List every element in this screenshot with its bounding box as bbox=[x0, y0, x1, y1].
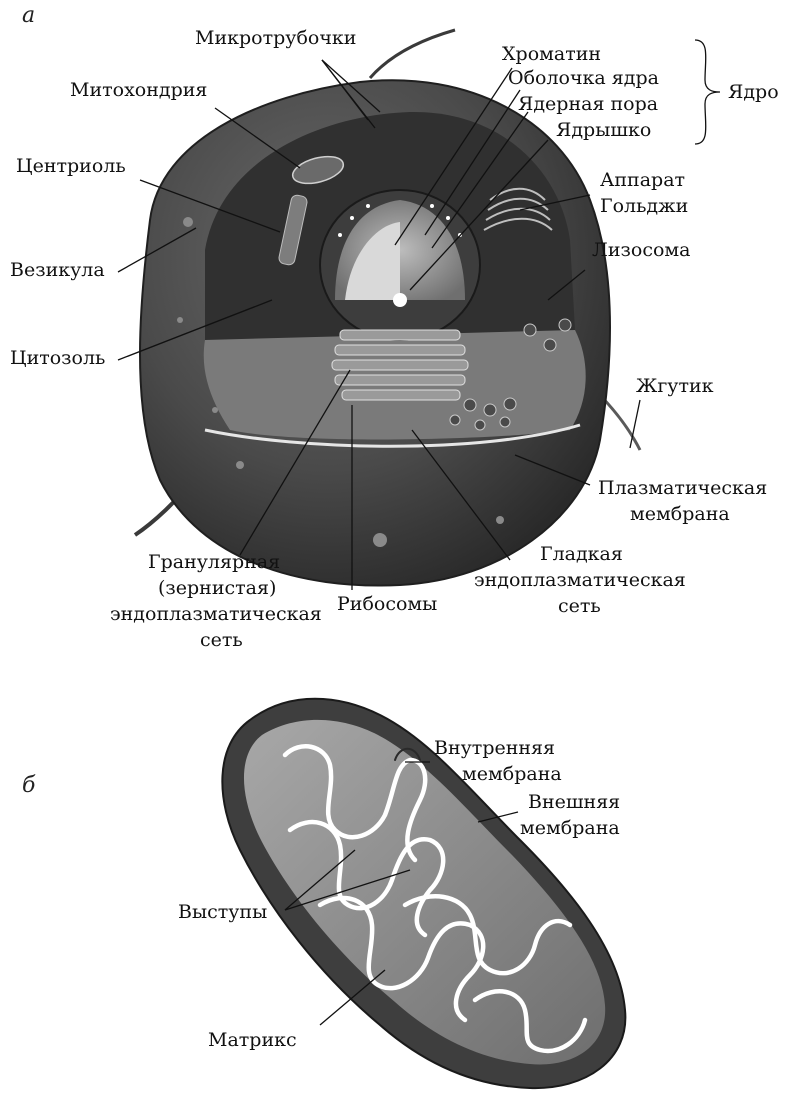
label-apparat-1: Аппарат bbox=[600, 169, 685, 191]
label-mikrotrubochki: Микротрубочки bbox=[195, 27, 356, 49]
label-gran-2: (зернистая) bbox=[158, 577, 276, 599]
label-apparat-2: Гольджи bbox=[600, 195, 688, 217]
label-vezikula: Везикула bbox=[10, 259, 105, 281]
label-vystupy: Выступы bbox=[178, 901, 267, 923]
label-vnesh-2: мембрана bbox=[520, 817, 620, 839]
label-gran-3: эндоплазматическая bbox=[110, 603, 322, 625]
label-yadro: Ядро bbox=[728, 81, 779, 103]
label-vnesh-1: Внешняя bbox=[528, 791, 620, 813]
label-vnutr-1: Внутренняя bbox=[434, 737, 555, 759]
panel-b-letter: б bbox=[22, 773, 36, 798]
label-gran-1: Гранулярная bbox=[148, 551, 280, 573]
label-matriks: Матрикс bbox=[208, 1029, 297, 1051]
label-ribosomy: Рибосомы bbox=[337, 593, 437, 615]
label-gladk-1: Гладкая bbox=[540, 543, 623, 565]
label-lizosoma: Лизосома bbox=[592, 239, 691, 261]
label-yadryshko: Ядрышко bbox=[556, 119, 651, 141]
label-tsentriol: Центриоль bbox=[16, 155, 126, 177]
label-tsitozol: Цитозоль bbox=[10, 347, 105, 369]
label-khromatin: Хроматин bbox=[502, 43, 601, 65]
label-obolochka: Оболочка ядра bbox=[508, 67, 659, 89]
panel-a-letter: а bbox=[22, 3, 35, 28]
label-plazm-2: мембрана bbox=[630, 503, 730, 525]
label-vnutr-2: мембрана bbox=[462, 763, 562, 785]
label-gladk-2: эндоплазматическая bbox=[474, 569, 686, 591]
label-zhgutik: Жгутик bbox=[636, 375, 714, 397]
label-plazm-1: Плазматическая bbox=[598, 477, 767, 499]
label-yadernaya-pora: Ядерная пора bbox=[518, 93, 658, 115]
label-mitokhondriya: Митохондрия bbox=[70, 79, 207, 101]
label-gladk-3: сеть bbox=[558, 595, 601, 617]
label-gran-4: сеть bbox=[200, 629, 243, 651]
